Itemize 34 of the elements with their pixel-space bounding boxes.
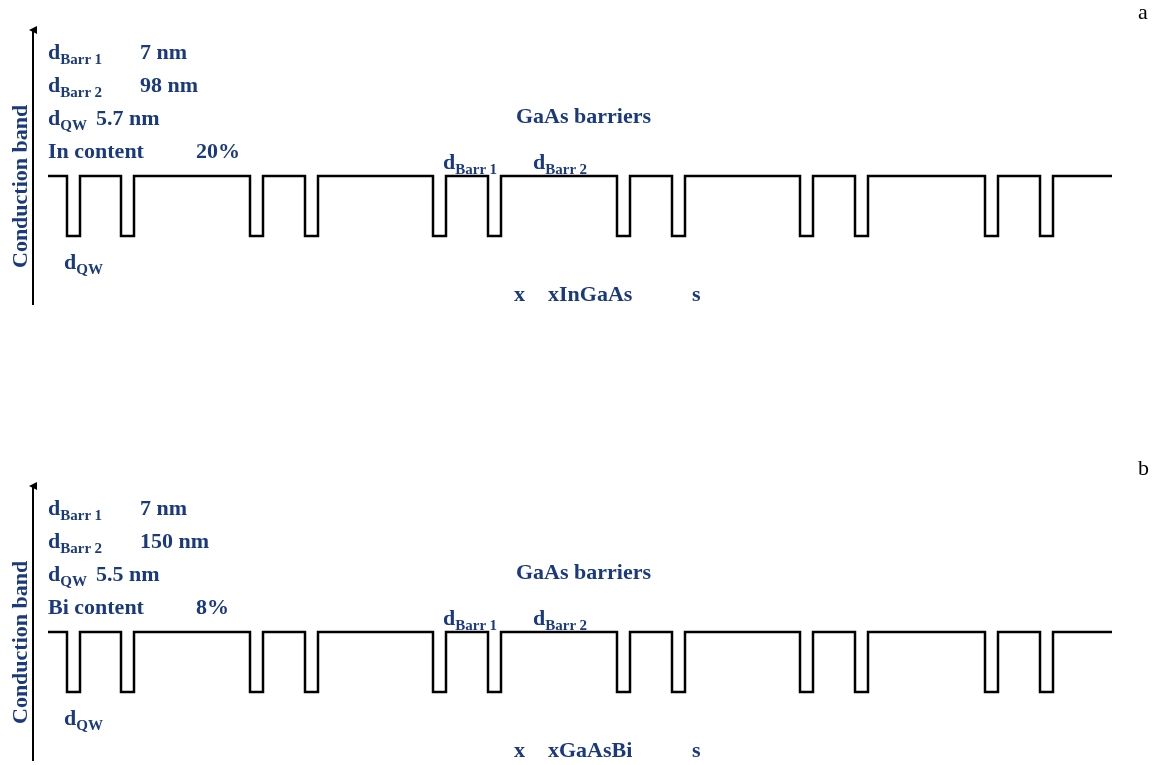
structure-label: xGaAsBi <box>548 738 633 763</box>
dimension-label: d$_{Barr 2}$ <box>533 606 588 631</box>
axis-title: Conduction band <box>8 560 33 724</box>
structure-label: x <box>514 738 525 763</box>
value-label: 150 nm <box>140 529 210 554</box>
value-label: 98 nm <box>140 73 199 98</box>
parameter-label: d$_{QW}$ <box>48 562 87 587</box>
parameter-label: d$_{Barr 1}$ <box>48 496 103 521</box>
value-label: 8% <box>196 595 229 620</box>
axis-title: Conduction band <box>8 104 33 268</box>
layer-label: GaAs barriers <box>516 560 652 585</box>
value-label: 7 nm <box>140 40 188 65</box>
structure-label: s <box>692 282 701 307</box>
parameter-label: In content <box>48 139 144 164</box>
parameter-label: d$_{QW}$ <box>48 106 87 131</box>
value-label: 5.5 nm <box>96 562 160 587</box>
parameter-label: d$_{Barr 2}$ <box>48 529 103 554</box>
structure-label: x <box>514 282 525 307</box>
parameter-label: Bi content <box>48 595 144 620</box>
dimension-label: d$_{Barr 1}$ <box>443 606 498 631</box>
structure-label: xInGaAs <box>548 282 633 307</box>
parameter-label: d$_{Barr 2}$ <box>48 73 103 98</box>
dimension-label: d$_{Barr 1}$ <box>443 150 498 175</box>
structure-label: s <box>692 738 701 763</box>
value-label: 5.7 nm <box>96 106 160 131</box>
panel-letter: a <box>1138 0 1148 25</box>
panel-letter: b <box>1138 456 1149 481</box>
dimension-label: d$_{QW}$ <box>64 706 103 731</box>
layer-label: GaAs barriers <box>516 104 652 129</box>
value-label: 7 nm <box>140 496 188 521</box>
value-label: 20% <box>196 139 240 164</box>
parameter-label: d$_{Barr 1}$ <box>48 40 103 65</box>
dimension-label: d$_{QW}$ <box>64 250 103 275</box>
dimension-label: d$_{Barr 2}$ <box>533 150 588 175</box>
